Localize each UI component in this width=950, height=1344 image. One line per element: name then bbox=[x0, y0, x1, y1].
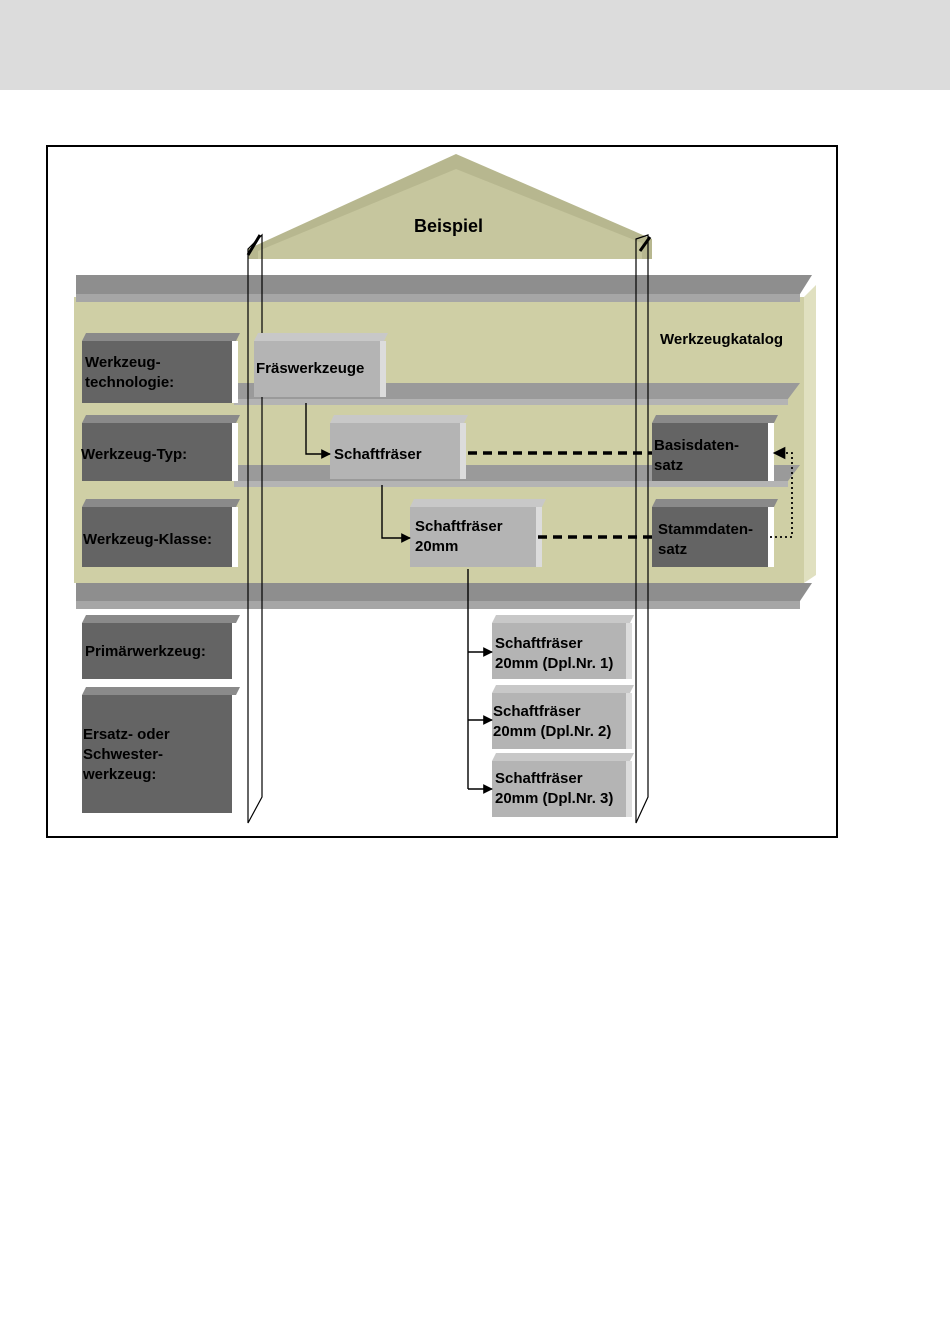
node-duplikat-1-label-1: Schaftfräser bbox=[495, 635, 583, 652]
roof: Beispiel bbox=[248, 154, 652, 259]
roof-title: Beispiel bbox=[414, 216, 483, 236]
level-ersatz-label-3: werkzeug: bbox=[82, 766, 156, 783]
node-duplikat-2: Schaftfräser 20mm (Dpl.Nr. 2) bbox=[492, 685, 634, 749]
node-duplikat-3-label-2: 20mm (Dpl.Nr. 3) bbox=[495, 790, 613, 807]
level-ersatz-label-1: Ersatz- oder bbox=[83, 726, 170, 743]
level-primaer: Primärwerkzeug: bbox=[82, 615, 240, 679]
tool-catalog-diagram: Beispiel Werkzeugkatalog bbox=[48, 147, 836, 836]
node-stammdatensatz-label-1: Stammdaten- bbox=[658, 521, 753, 538]
node-fraeswerkzeuge: Fräswerkzeuge bbox=[254, 333, 388, 397]
level-technologie: Werkzeug- technologie: bbox=[82, 333, 240, 403]
node-duplikat-2-label-1: Schaftfräser bbox=[493, 703, 581, 720]
node-schaftfraeser-label: Schaftfräser bbox=[334, 446, 422, 463]
node-duplikat-3-label-1: Schaftfräser bbox=[495, 770, 583, 787]
node-fraeswerkzeuge-label: Fräswerkzeuge bbox=[256, 360, 364, 377]
level-technologie-label-2: technologie: bbox=[85, 374, 174, 391]
catalog-label: Werkzeugkatalog bbox=[660, 331, 783, 348]
level-technologie-label-1: Werkzeug- bbox=[85, 354, 161, 371]
node-duplikat-2-label-2: 20mm (Dpl.Nr. 2) bbox=[493, 723, 611, 740]
level-klasse: Werkzeug-Klasse: bbox=[82, 499, 240, 567]
page-header-bar bbox=[0, 0, 950, 90]
node-duplikat-3: Schaftfräser 20mm (Dpl.Nr. 3) bbox=[492, 753, 634, 817]
level-klasse-label: Werkzeug-Klasse: bbox=[83, 531, 212, 548]
node-duplikat-1-label-2: 20mm (Dpl.Nr. 1) bbox=[495, 655, 613, 672]
node-basisdatensatz: Basisdaten- satz bbox=[652, 415, 778, 481]
node-schaftfraeser-20mm-label-1: Schaftfräser bbox=[415, 518, 503, 535]
node-basisdatensatz-label-2: satz bbox=[654, 457, 683, 474]
node-duplikat-1: Schaftfräser 20mm (Dpl.Nr. 1) bbox=[492, 615, 634, 679]
node-basisdatensatz-label-1: Basisdaten- bbox=[654, 437, 739, 454]
level-typ-label: Werkzeug-Typ: bbox=[81, 446, 187, 463]
level-ersatz-label-2: Schwester- bbox=[83, 746, 163, 763]
diagram-frame: Beispiel Werkzeugkatalog bbox=[46, 145, 838, 838]
level-primaer-label: Primärwerkzeug: bbox=[85, 643, 206, 660]
level-ersatz: Ersatz- oder Schwester- werkzeug: bbox=[82, 687, 240, 813]
node-schaftfraeser: Schaftfräser bbox=[330, 415, 468, 479]
level-typ: Werkzeug-Typ: bbox=[81, 415, 240, 481]
node-schaftfraeser-20mm-label-2: 20mm bbox=[415, 538, 458, 555]
node-schaftfraeser-20mm: Schaftfräser 20mm bbox=[410, 499, 546, 567]
node-stammdatensatz: Stammdaten- satz bbox=[652, 499, 778, 567]
node-stammdatensatz-label-2: satz bbox=[658, 541, 687, 558]
